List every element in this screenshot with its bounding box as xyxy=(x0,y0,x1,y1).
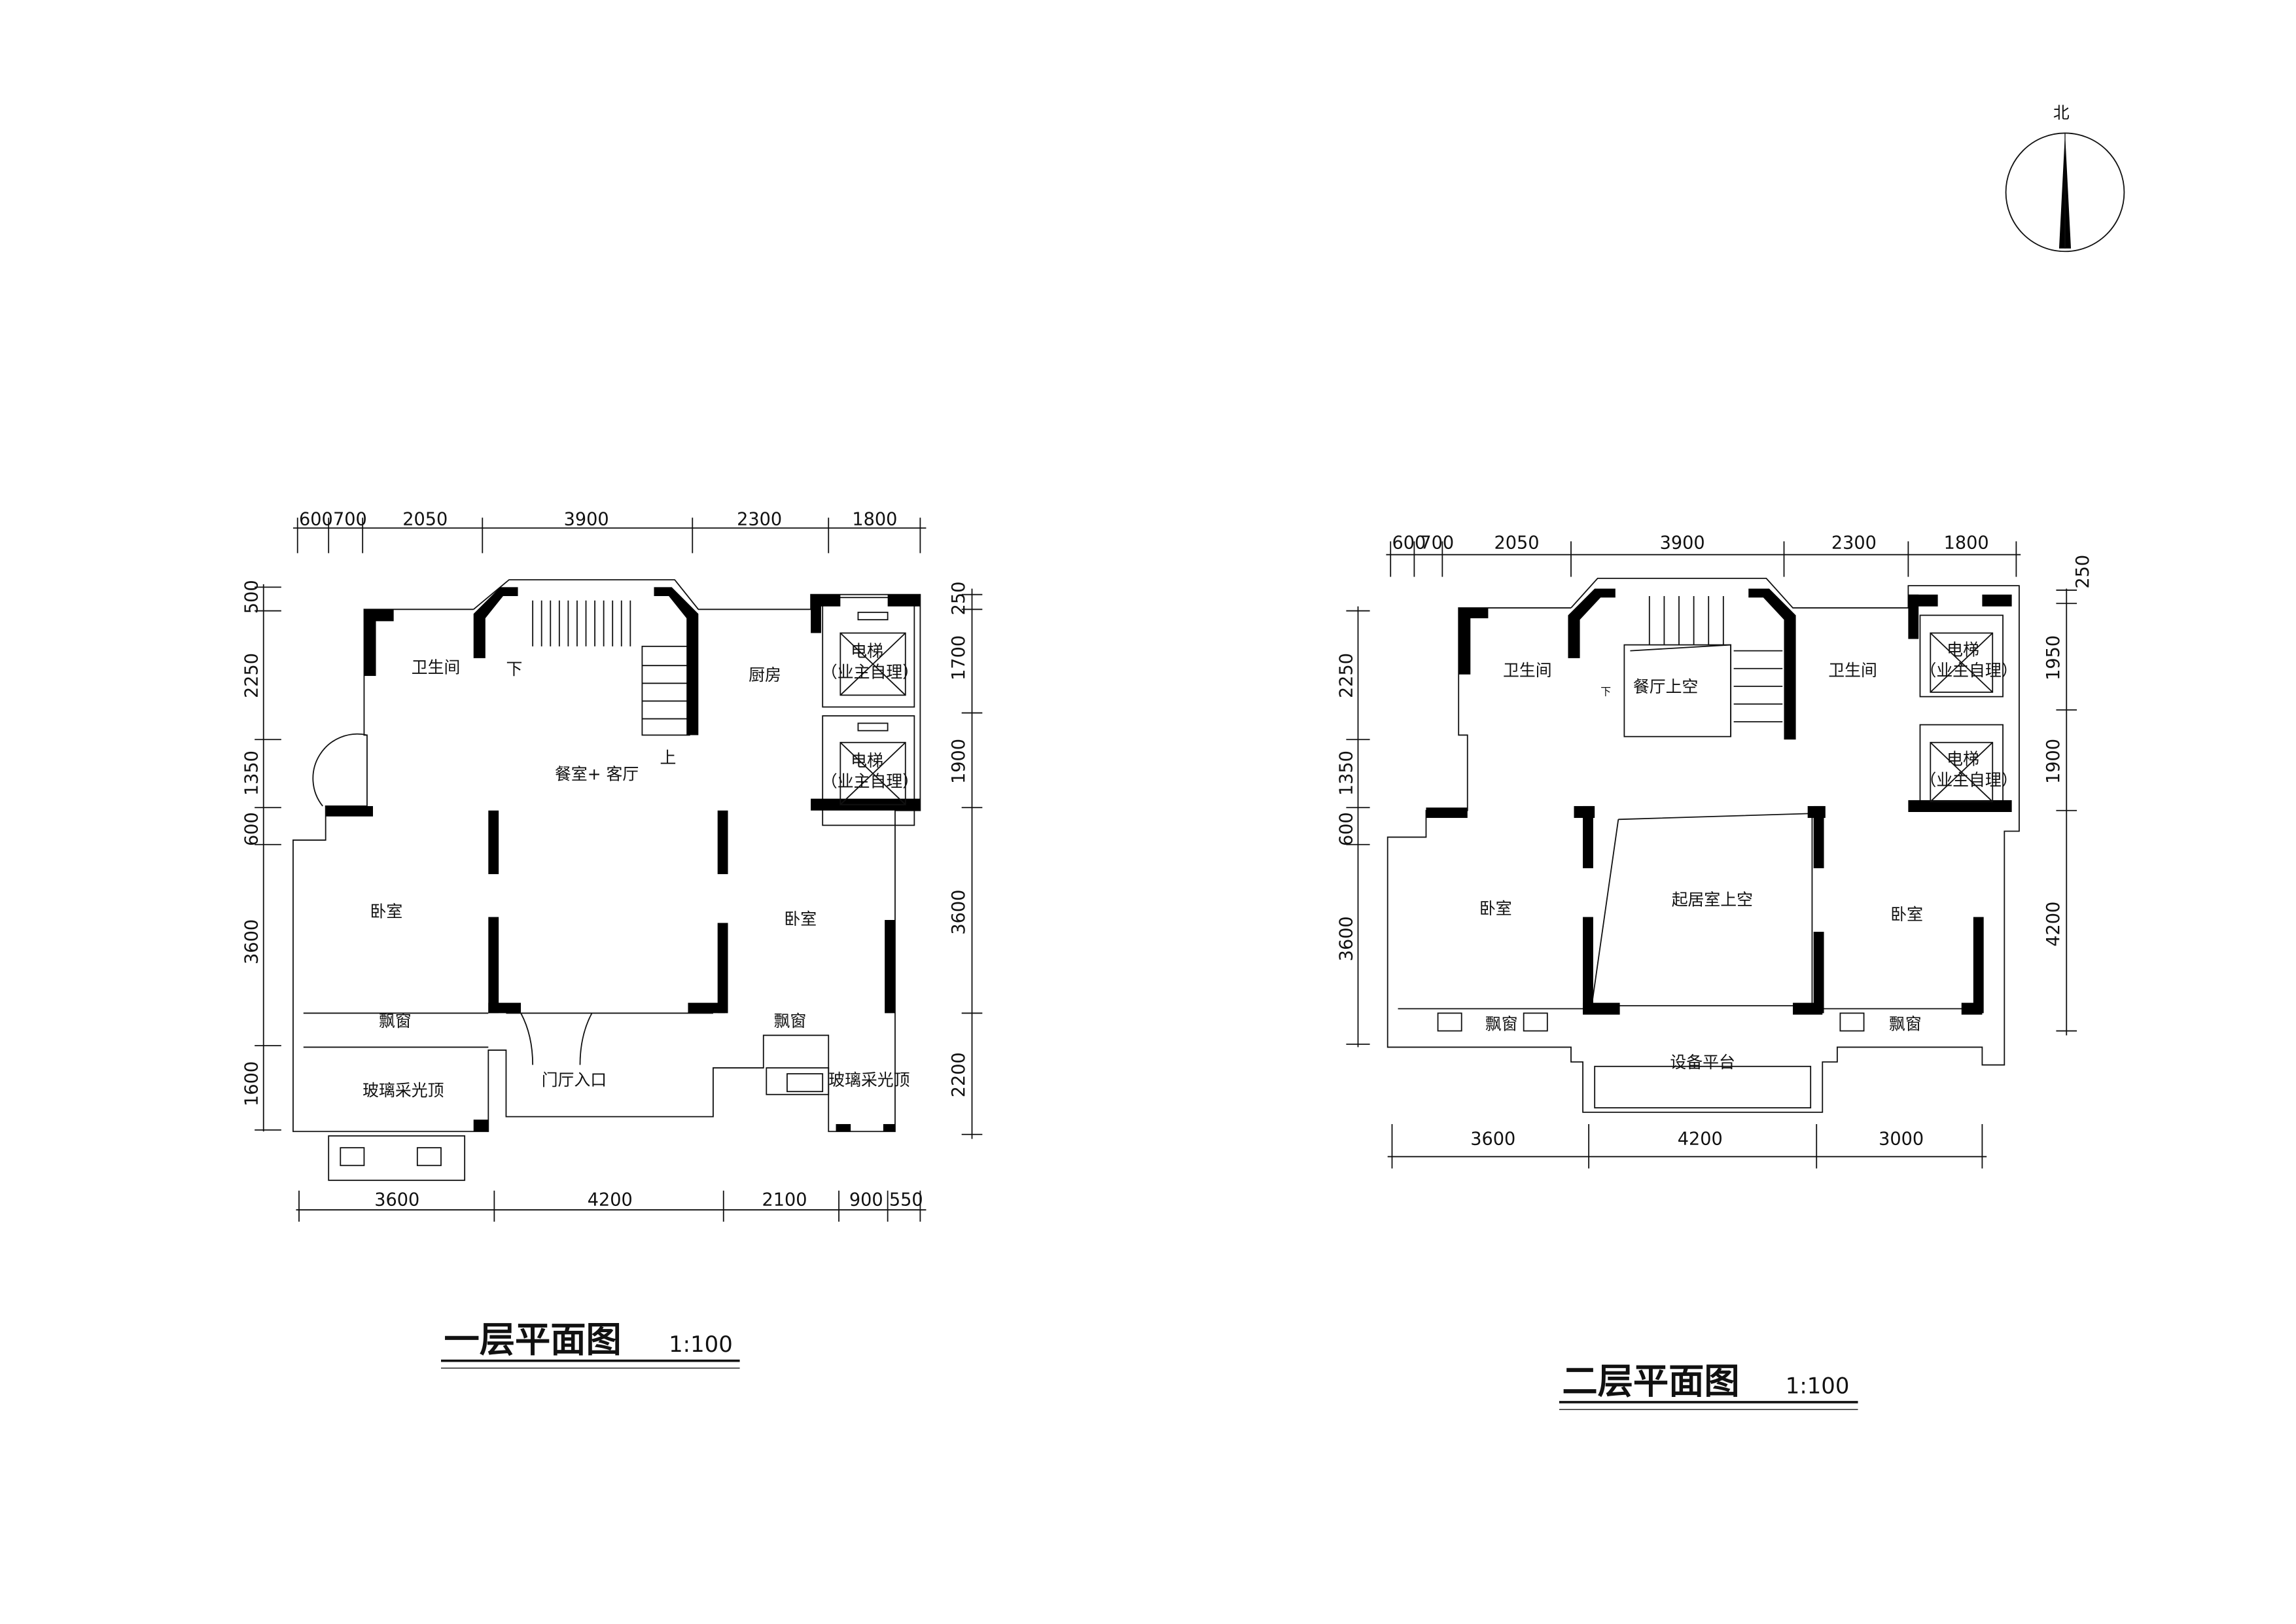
dim: 4200 xyxy=(2043,902,2064,947)
floor2-elevators xyxy=(1437,632,1994,1032)
floor2-right-dimensions: 250 1950 1900 4200 xyxy=(2043,555,2093,1036)
room-label: 玻璃采光顶 xyxy=(362,1081,444,1100)
floor1-right-dimensions: 250 1700 1900 3600 2200 xyxy=(949,582,983,1139)
stair-label: 下 xyxy=(1600,685,1611,697)
dim: 3600 xyxy=(242,919,262,964)
room-label: 卧室 xyxy=(1479,899,1512,918)
floor2-walls xyxy=(1426,588,2012,1015)
room-label: 餐厅上空 xyxy=(1633,677,1698,696)
floor1-title: 一层平面图 xyxy=(444,1319,622,1360)
room-label: 厨房 xyxy=(749,665,781,684)
floor1-walls xyxy=(325,587,921,1132)
dim: 2050 xyxy=(1494,533,1539,554)
room-label: （业主自理） xyxy=(821,662,919,681)
room-label: 电梯 xyxy=(1947,640,1979,659)
room-label: 设备平台 xyxy=(1670,1053,1735,1072)
dim: 600 xyxy=(1336,812,1356,846)
dim: 1700 xyxy=(949,635,969,680)
dim: 2200 xyxy=(949,1052,969,1097)
dim: 1800 xyxy=(1944,533,1989,554)
dim: 1800 xyxy=(852,509,897,529)
room-label: 卫生间 xyxy=(412,658,461,677)
dim: 600 xyxy=(1392,533,1426,554)
room-label: 电梯 xyxy=(851,751,883,770)
room-label: （业主自理） xyxy=(1920,661,2017,680)
floor2-top-dimensions: 600 700 2050 3900 2300 1800 xyxy=(1386,533,2021,577)
dim: 2250 xyxy=(242,653,262,698)
stair-label: 下 xyxy=(506,660,522,679)
dim: 4200 xyxy=(1678,1129,1723,1150)
room-label: 飘窗 xyxy=(1485,1014,1518,1033)
dim: 2300 xyxy=(737,509,782,529)
dim: 550 xyxy=(889,1190,923,1210)
dim: 250 xyxy=(2073,555,2093,589)
dim: 250 xyxy=(949,582,969,616)
floor2-scale: 1:100 xyxy=(1786,1373,1850,1398)
stair-label: 上 xyxy=(660,748,677,767)
floor2-title: 二层平面图 xyxy=(1562,1360,1739,1402)
dim: 3000 xyxy=(1879,1129,1924,1150)
floor2-bottom-dimensions: 3600 4200 3000 xyxy=(1387,1123,1987,1169)
room-label: 卫生间 xyxy=(1503,661,1552,680)
dim: 3600 xyxy=(374,1190,419,1210)
dim: 2250 xyxy=(1336,653,1356,698)
dim: 3600 xyxy=(1470,1129,1515,1150)
room-label: 飘窗 xyxy=(774,1012,807,1031)
floor1-left-dimensions: 500 2250 1350 600 3600 1600 xyxy=(242,580,281,1132)
room-label: 起居室上空 xyxy=(1672,890,1753,909)
dim: 700 xyxy=(333,509,367,529)
dim: 500 xyxy=(242,580,262,614)
room-label: 餐室+ 客厅 xyxy=(555,764,639,783)
dim: 1950 xyxy=(2043,635,2064,680)
dim: 3600 xyxy=(949,890,969,935)
dim: 3900 xyxy=(564,509,609,529)
dim: 3900 xyxy=(1660,533,1705,554)
dim: 4200 xyxy=(588,1190,633,1210)
dim: 1350 xyxy=(1336,750,1356,796)
north-arrow: 北 xyxy=(2005,103,2125,253)
dim: 900 xyxy=(849,1190,883,1210)
floor1-top-dimensions: 600 700 2050 3900 2300 1800 xyxy=(292,509,927,554)
dim: 3600 xyxy=(1336,916,1356,961)
room-label: 卧室 xyxy=(370,902,402,921)
dim: 2100 xyxy=(762,1190,807,1210)
dim: 1600 xyxy=(242,1061,262,1106)
room-label: 飘窗 xyxy=(1889,1014,1922,1033)
dim: 600 xyxy=(242,812,262,846)
dim: 1900 xyxy=(949,739,969,784)
dim: 700 xyxy=(1420,533,1454,554)
floor2-left-dimensions: 2250 1350 600 3600 xyxy=(1336,606,1370,1048)
floor2-outline xyxy=(1386,577,2020,1113)
dim: 1900 xyxy=(2043,739,2064,784)
dim: 2050 xyxy=(402,509,448,529)
dim: 1350 xyxy=(242,750,262,796)
room-label: （业主自理） xyxy=(821,772,919,791)
room-label: 飘窗 xyxy=(379,1012,412,1031)
room-label: 玻璃采光顶 xyxy=(828,1070,910,1089)
north-label: 北 xyxy=(2053,103,2070,122)
floor1-scale: 1:100 xyxy=(669,1332,733,1357)
floor1-bottom-dimensions: 3600 4200 2100 900 550 xyxy=(296,1190,927,1222)
room-label: （业主自理） xyxy=(1920,770,2017,789)
room-label: 门厅入口 xyxy=(542,1070,607,1089)
dim: 600 xyxy=(299,509,333,529)
floor1-stair xyxy=(532,600,690,736)
room-label: 卧室 xyxy=(1890,905,1923,924)
room-label: 电梯 xyxy=(1947,750,1979,769)
floor1-plan: 600 700 2050 3900 2300 1800 500 2250 135… xyxy=(242,509,983,1369)
floor1-elevators xyxy=(340,611,906,1167)
room-label: 卫生间 xyxy=(1828,661,1877,680)
floor2-plan: 600 700 2050 3900 2300 1800 2250 1350 60… xyxy=(1336,533,2093,1410)
room-label: 电梯 xyxy=(851,642,883,661)
dim: 2300 xyxy=(1831,533,1877,554)
room-label: 卧室 xyxy=(784,909,817,928)
